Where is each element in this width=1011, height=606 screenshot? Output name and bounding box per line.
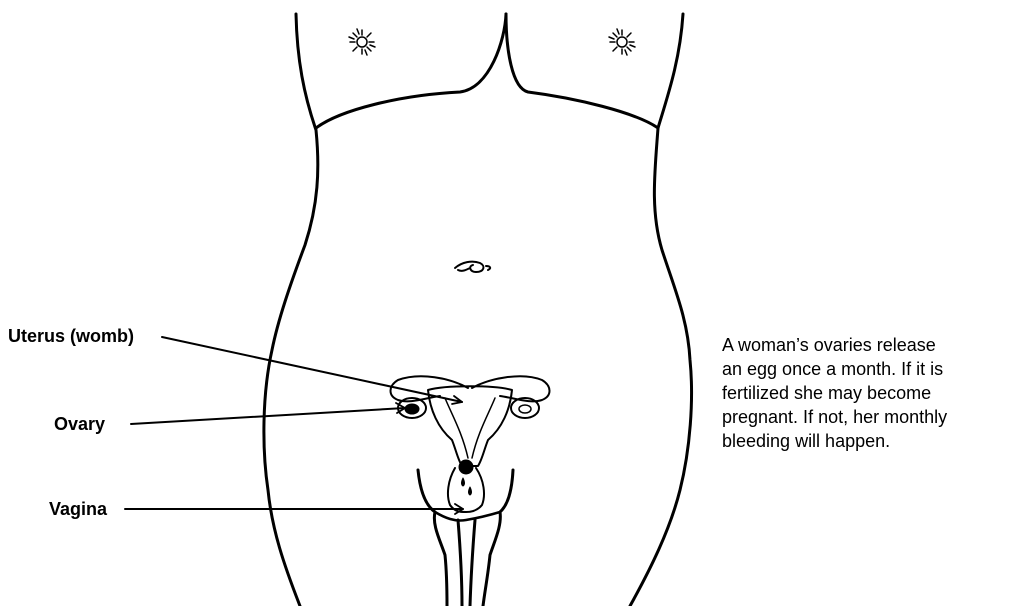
drop-1 [462, 478, 465, 486]
uterus-leader-line [162, 337, 462, 402]
groin-left [418, 470, 447, 606]
left-breast [316, 14, 506, 128]
ovary-right-inner [519, 405, 531, 413]
uterine-cavity [445, 398, 495, 458]
inner-thigh-left [458, 520, 462, 606]
ovary-label: Ovary [54, 415, 105, 433]
navel [455, 262, 490, 272]
body-outline-left [264, 14, 318, 606]
ovary-leader-line [131, 408, 405, 424]
inner-thigh-right [470, 520, 475, 606]
left-nipple [349, 29, 375, 55]
right-nipple [609, 29, 635, 55]
caption-line: fertilized she may become [722, 381, 1011, 405]
caption-text: A woman’s ovaries release an egg once a … [722, 333, 1011, 453]
vagina-label: Vagina [49, 500, 107, 518]
uterus-label: Uterus (womb) [8, 327, 134, 345]
body-outline-right [630, 14, 692, 606]
caption-line: bleeding will happen. [722, 429, 1011, 453]
ovary-left-inner [405, 404, 419, 414]
pubic-line [435, 512, 500, 521]
caption-line: an egg once a month. If it is [722, 357, 1011, 381]
caption-line: pregnant. If not, her monthly [722, 405, 1011, 429]
cervix [459, 460, 473, 474]
caption-line: A woman’s ovaries release [722, 333, 1011, 357]
groin-right [483, 470, 513, 606]
right-breast [506, 14, 658, 128]
vagina [448, 468, 484, 512]
drop-2 [469, 487, 472, 495]
